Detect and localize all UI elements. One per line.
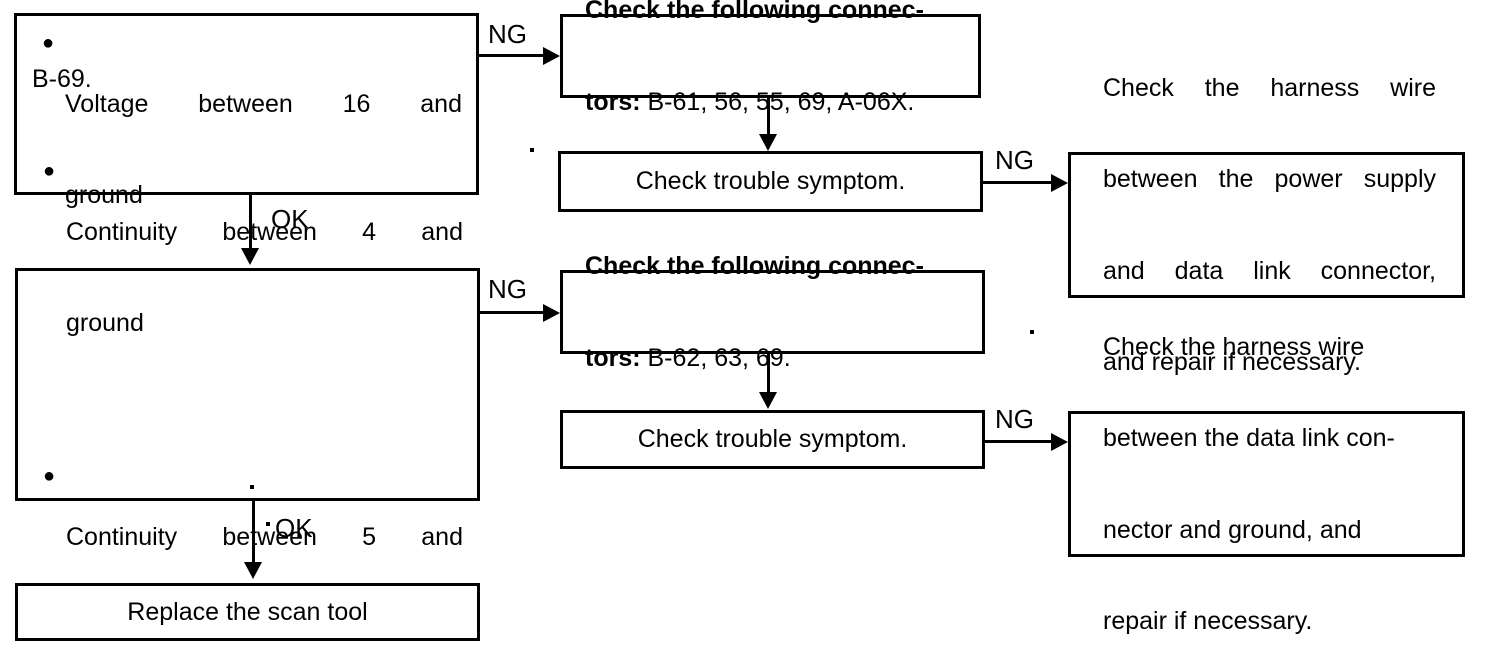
node-check-connectors-1[interactable]: Check the following connec- tors: B-61, … bbox=[560, 0, 981, 116]
measure-continuity-bullet-1-line1: Continuity between 4 and bbox=[66, 217, 463, 246]
edge-arrow-harness-power bbox=[1051, 174, 1068, 192]
edge-label-ng-4: NG bbox=[995, 404, 1034, 434]
harness-power-line3: and data link connector, bbox=[1103, 256, 1436, 285]
node-check-connectors-1-body: Check the following connec- tors: B-61, … bbox=[563, 0, 978, 178]
edge-arrow-symptom-2 bbox=[759, 392, 777, 409]
measure-voltage-bullet-1-line1: Voltage between 16 and bbox=[65, 89, 462, 118]
edge-measure-voltage-to-connectors-1 bbox=[479, 54, 543, 57]
scan-speck bbox=[530, 148, 534, 152]
node-check-symptom-2[interactable]: Check trouble symptom. bbox=[560, 410, 985, 469]
node-check-symptom-2-body: Check trouble symptom. bbox=[637, 425, 908, 454]
check-connectors-1-line1: Check the following connec- bbox=[585, 0, 924, 24]
node-check-connectors-2[interactable]: Check the following connec- tors: B-62, … bbox=[560, 252, 985, 372]
edge-arrow-measure-continuity bbox=[241, 248, 259, 265]
harness-ground-line1: Check the harness wire bbox=[1103, 332, 1365, 361]
scan-speck bbox=[266, 522, 270, 526]
bullet-icon: ● bbox=[41, 31, 55, 54]
node-harness-ground-body: Check the harness wire between the data … bbox=[1071, 271, 1462, 666]
harness-ground-line2: between the data link con- bbox=[1103, 424, 1395, 452]
edge-label-ng-1: NG bbox=[488, 19, 527, 49]
harness-ground-line3: nector and ground, and bbox=[1103, 515, 1362, 544]
edge-arrow-harness-ground bbox=[1051, 433, 1068, 451]
measure-continuity-bullet-2-line1: Continuity between 5 and bbox=[66, 522, 463, 551]
harness-power-line2: between the power supply bbox=[1103, 165, 1436, 193]
node-replace-scan-tool-body: Replace the scan tool bbox=[127, 597, 368, 626]
edge-arrow-symptom-1 bbox=[759, 134, 777, 151]
edge-label-ng-3: NG bbox=[488, 274, 527, 304]
edge-connectors-2-to-symptom-2 bbox=[767, 354, 770, 393]
edge-symptom-1-to-harness-power bbox=[983, 181, 1051, 184]
edge-measure-voltage-to-measure-continuity bbox=[249, 195, 252, 250]
bullet-icon: ● bbox=[42, 159, 56, 182]
check-connectors-1-line2: tors: B-61, 56, 55, 69, A-06X. bbox=[585, 87, 964, 118]
check-connectors-2-line1: Check the following connec- bbox=[585, 252, 924, 280]
check-connectors-2-line2: tors: B-62, 63, 69. bbox=[585, 343, 982, 374]
node-harness-ground[interactable]: Check the harness wire between the data … bbox=[1068, 333, 1465, 635]
edge-arrow-connectors-2 bbox=[543, 304, 560, 322]
measure-continuity-bullet-1-line2: ground bbox=[66, 309, 144, 338]
measure-continuity-bullet-1-body: Continuity between 4 and ground bbox=[66, 156, 463, 400]
node-harness-power-body: Check the harness wire between the power… bbox=[1071, 12, 1462, 439]
node-measure-continuity[interactable]: Measure at the data link connector B-69.… bbox=[15, 0, 480, 642]
node-replace-scan-tool[interactable]: Replace the scan tool bbox=[15, 583, 480, 641]
node-check-connectors-2-body: Check the following connec- tors: B-62, … bbox=[563, 190, 982, 434]
check-connectors-1-tors-label: tors: bbox=[585, 87, 641, 116]
scan-speck bbox=[250, 485, 254, 489]
node-check-symptom-1[interactable]: Check trouble symptom. bbox=[558, 151, 983, 212]
edge-measure-continuity-to-connectors-2 bbox=[480, 311, 543, 314]
node-check-symptom-1-body: Check trouble symptom. bbox=[635, 167, 906, 196]
measure-continuity-bullet-1: ● Continuity between 4 and ground bbox=[32, 156, 463, 400]
edge-connectors-1-to-symptom-1 bbox=[767, 98, 770, 136]
measure-voltage-bullet-1-line2: ground bbox=[65, 181, 143, 210]
node-measure-continuity-body: Measure at the data link connector B-69.… bbox=[18, 0, 477, 666]
edge-arrow-replace-scan-tool bbox=[244, 562, 262, 579]
check-connectors-1-value: B-61, 56, 55, 69, A-06X. bbox=[640, 87, 915, 116]
measure-continuity-line1: Measure at the data link connector bbox=[32, 0, 463, 3]
edge-label-ng-2: NG bbox=[995, 145, 1034, 175]
bullet-icon: ● bbox=[42, 464, 56, 487]
edge-measure-continuity-to-replace-scan-tool bbox=[252, 501, 255, 564]
check-connectors-2-tors-label: tors: bbox=[585, 343, 641, 372]
edge-label-ok-1: OK bbox=[271, 204, 309, 234]
edge-label-ok-2: OK bbox=[275, 513, 313, 543]
harness-power-line4: and repair if necessary. bbox=[1103, 348, 1361, 376]
scan-speck bbox=[1030, 330, 1034, 334]
measure-continuity-line2: B-69. bbox=[32, 65, 92, 94]
edge-symptom-2-to-harness-ground bbox=[985, 440, 1051, 443]
harness-ground-line4: repair if necessary. bbox=[1103, 607, 1313, 635]
check-connectors-2-value: B-62, 63, 69. bbox=[640, 343, 791, 372]
node-harness-power[interactable]: Check the harness wire between the power… bbox=[1068, 74, 1465, 376]
edge-arrow-connectors-1 bbox=[543, 47, 560, 65]
harness-power-line1: Check the harness wire bbox=[1103, 73, 1436, 102]
